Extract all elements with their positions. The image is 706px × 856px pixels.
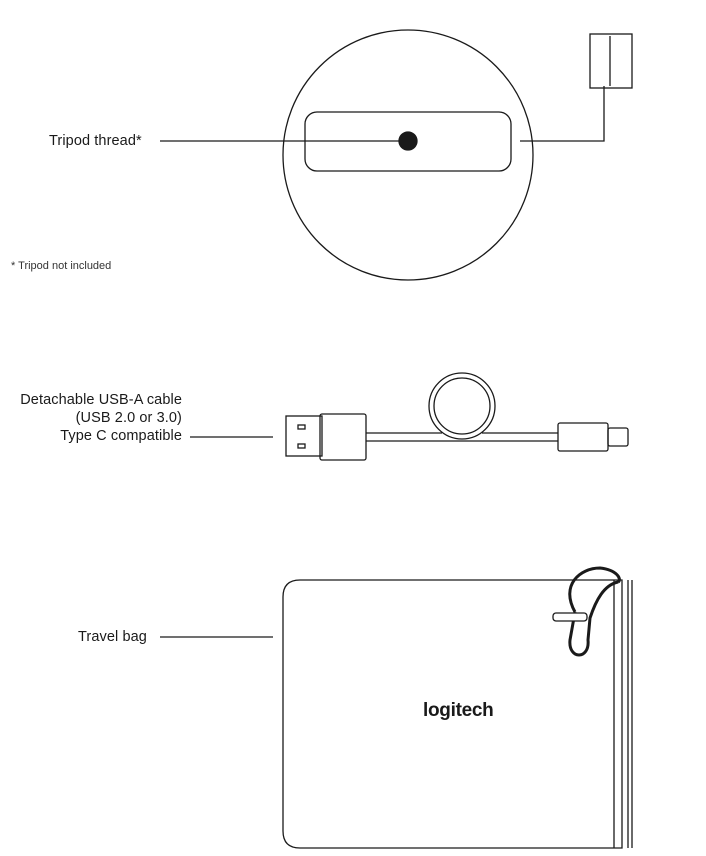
cable-label-line3: Type C compatible	[60, 428, 182, 444]
tripod-thread-hole	[398, 131, 418, 151]
logitech-logo: logitech	[423, 700, 494, 721]
usb-a-plug-body	[319, 413, 367, 461]
usb-c-plug-body	[557, 422, 609, 452]
base-plug-body	[589, 33, 633, 89]
bag-drawstring	[568, 566, 621, 657]
webcam-base-circle	[282, 29, 534, 281]
tripod-note: * Tripod not included	[11, 260, 112, 272]
cable-label-line1: Detachable USB-A cable	[20, 392, 182, 408]
usb-a-contact-1	[297, 424, 306, 430]
cable-coil-outer	[428, 372, 496, 440]
usb-a-plug-tip	[285, 415, 323, 457]
travel-bag-label: Travel bag	[78, 629, 147, 645]
travel-bag-outline	[282, 579, 623, 849]
usb-c-plug-tip	[607, 427, 629, 447]
usb-cable-wire	[366, 432, 558, 442]
cable-label-line2: (USB 2.0 or 3.0)	[75, 410, 182, 426]
tripod-thread-label: Tripod thread*	[49, 133, 142, 149]
bag-cord-lock	[552, 612, 588, 622]
cable-coil-inner	[433, 377, 491, 435]
usb-a-contact-2	[297, 443, 306, 449]
base-cable	[520, 86, 605, 142]
